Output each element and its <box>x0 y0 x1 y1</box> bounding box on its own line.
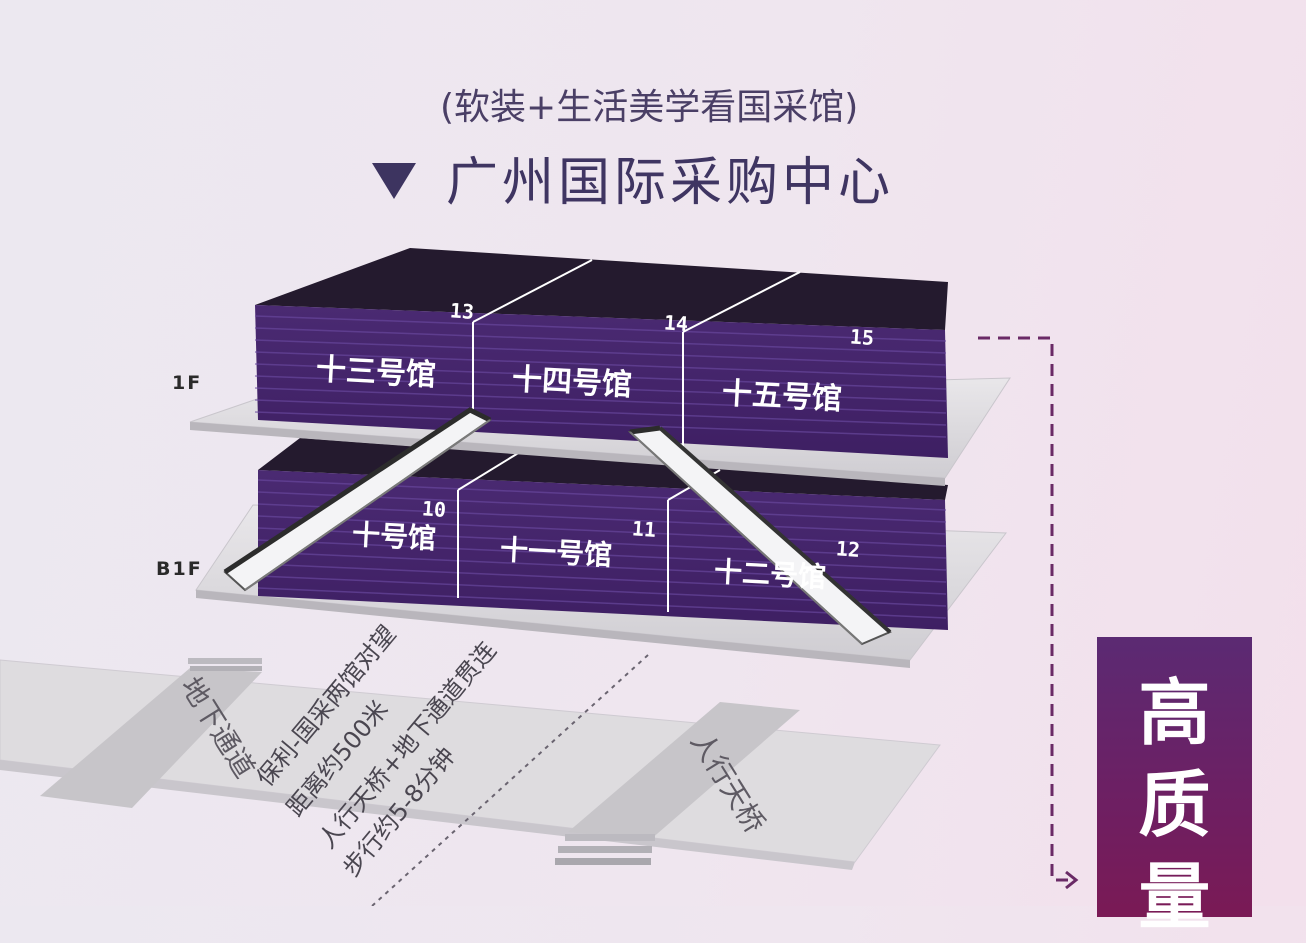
hall-number-10: 10 <box>421 496 447 522</box>
1f-divider-2-top <box>682 271 801 333</box>
quality-char-3: 量 <box>1138 855 1211 939</box>
1f-divider-1-top <box>472 259 593 323</box>
triangle-down-icon <box>372 162 416 199</box>
escalator-left <box>223 407 492 592</box>
stairs-underpass-1 <box>188 658 262 664</box>
stairs-underpass-2 <box>190 666 262 671</box>
hall-name-14: 十四号馆 <box>511 362 633 403</box>
ground-road-edge <box>0 760 855 870</box>
subtitle: (软装+生活美学看国采馆) <box>440 87 859 128</box>
stairs-bridge-2 <box>558 846 652 853</box>
floor-label-1f: 1F <box>172 372 203 394</box>
stairs-bridge-1 <box>565 834 655 841</box>
hall-number-15: 15 <box>849 324 875 350</box>
hall-number-12: 12 <box>835 536 861 562</box>
hall-name-11: 十一号馆 <box>499 533 613 572</box>
hall-name-12: 十二号馆 <box>713 555 827 594</box>
hall-name-10: 十号馆 <box>351 518 437 555</box>
quality-text: 高 质 量 <box>1097 667 1252 943</box>
hall-name-15: 十五号馆 <box>721 376 843 417</box>
dashed-connector <box>978 336 1072 882</box>
hall-name-13: 十三号馆 <box>315 352 437 393</box>
hall-number-11: 11 <box>631 516 657 542</box>
1f-block-top <box>255 248 948 330</box>
title-row: 广州国际采购中心 <box>372 140 894 215</box>
hall-number-13: 13 <box>449 298 475 324</box>
chevron-right-icon <box>1065 870 1079 890</box>
quality-char-2: 质 <box>1138 763 1211 847</box>
b1f-block-face <box>258 470 948 630</box>
b1f-divider-1-top <box>457 451 521 491</box>
hall-number-14: 14 <box>663 310 689 336</box>
quality-badge: 高 质 量 <box>1097 637 1252 939</box>
1f-block-stripes <box>254 315 947 438</box>
footbridge-strip <box>568 702 800 840</box>
stairs-bridge-3 <box>555 858 651 865</box>
quality-char-1: 高 <box>1138 671 1211 755</box>
building-diagram: 13 14 15 十三号馆 十四号馆 十五号馆 10 11 12 十号馆 十一号… <box>0 248 1079 906</box>
page-title: 广州国际采购中心 <box>446 153 895 213</box>
1f-block-face <box>255 305 948 458</box>
escalator-right <box>627 425 892 646</box>
floor-label-b1f: B1F <box>156 558 203 580</box>
underpass-strip <box>40 668 262 808</box>
